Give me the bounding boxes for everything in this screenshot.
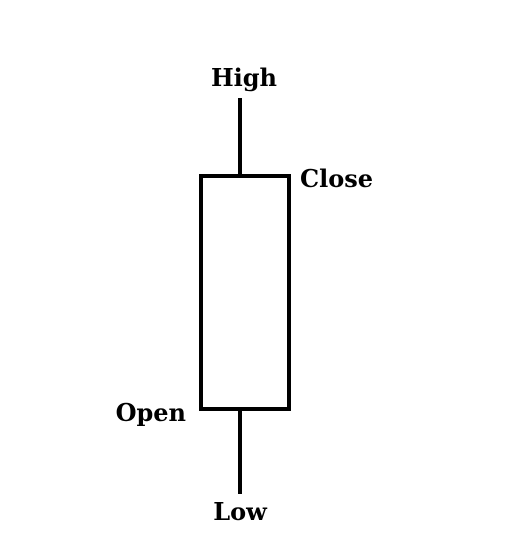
label-close: Close [300, 164, 373, 193]
candle-body [199, 174, 291, 411]
label-low: Low [213, 497, 268, 526]
label-open: Open [116, 398, 186, 427]
label-high: High [211, 63, 277, 92]
